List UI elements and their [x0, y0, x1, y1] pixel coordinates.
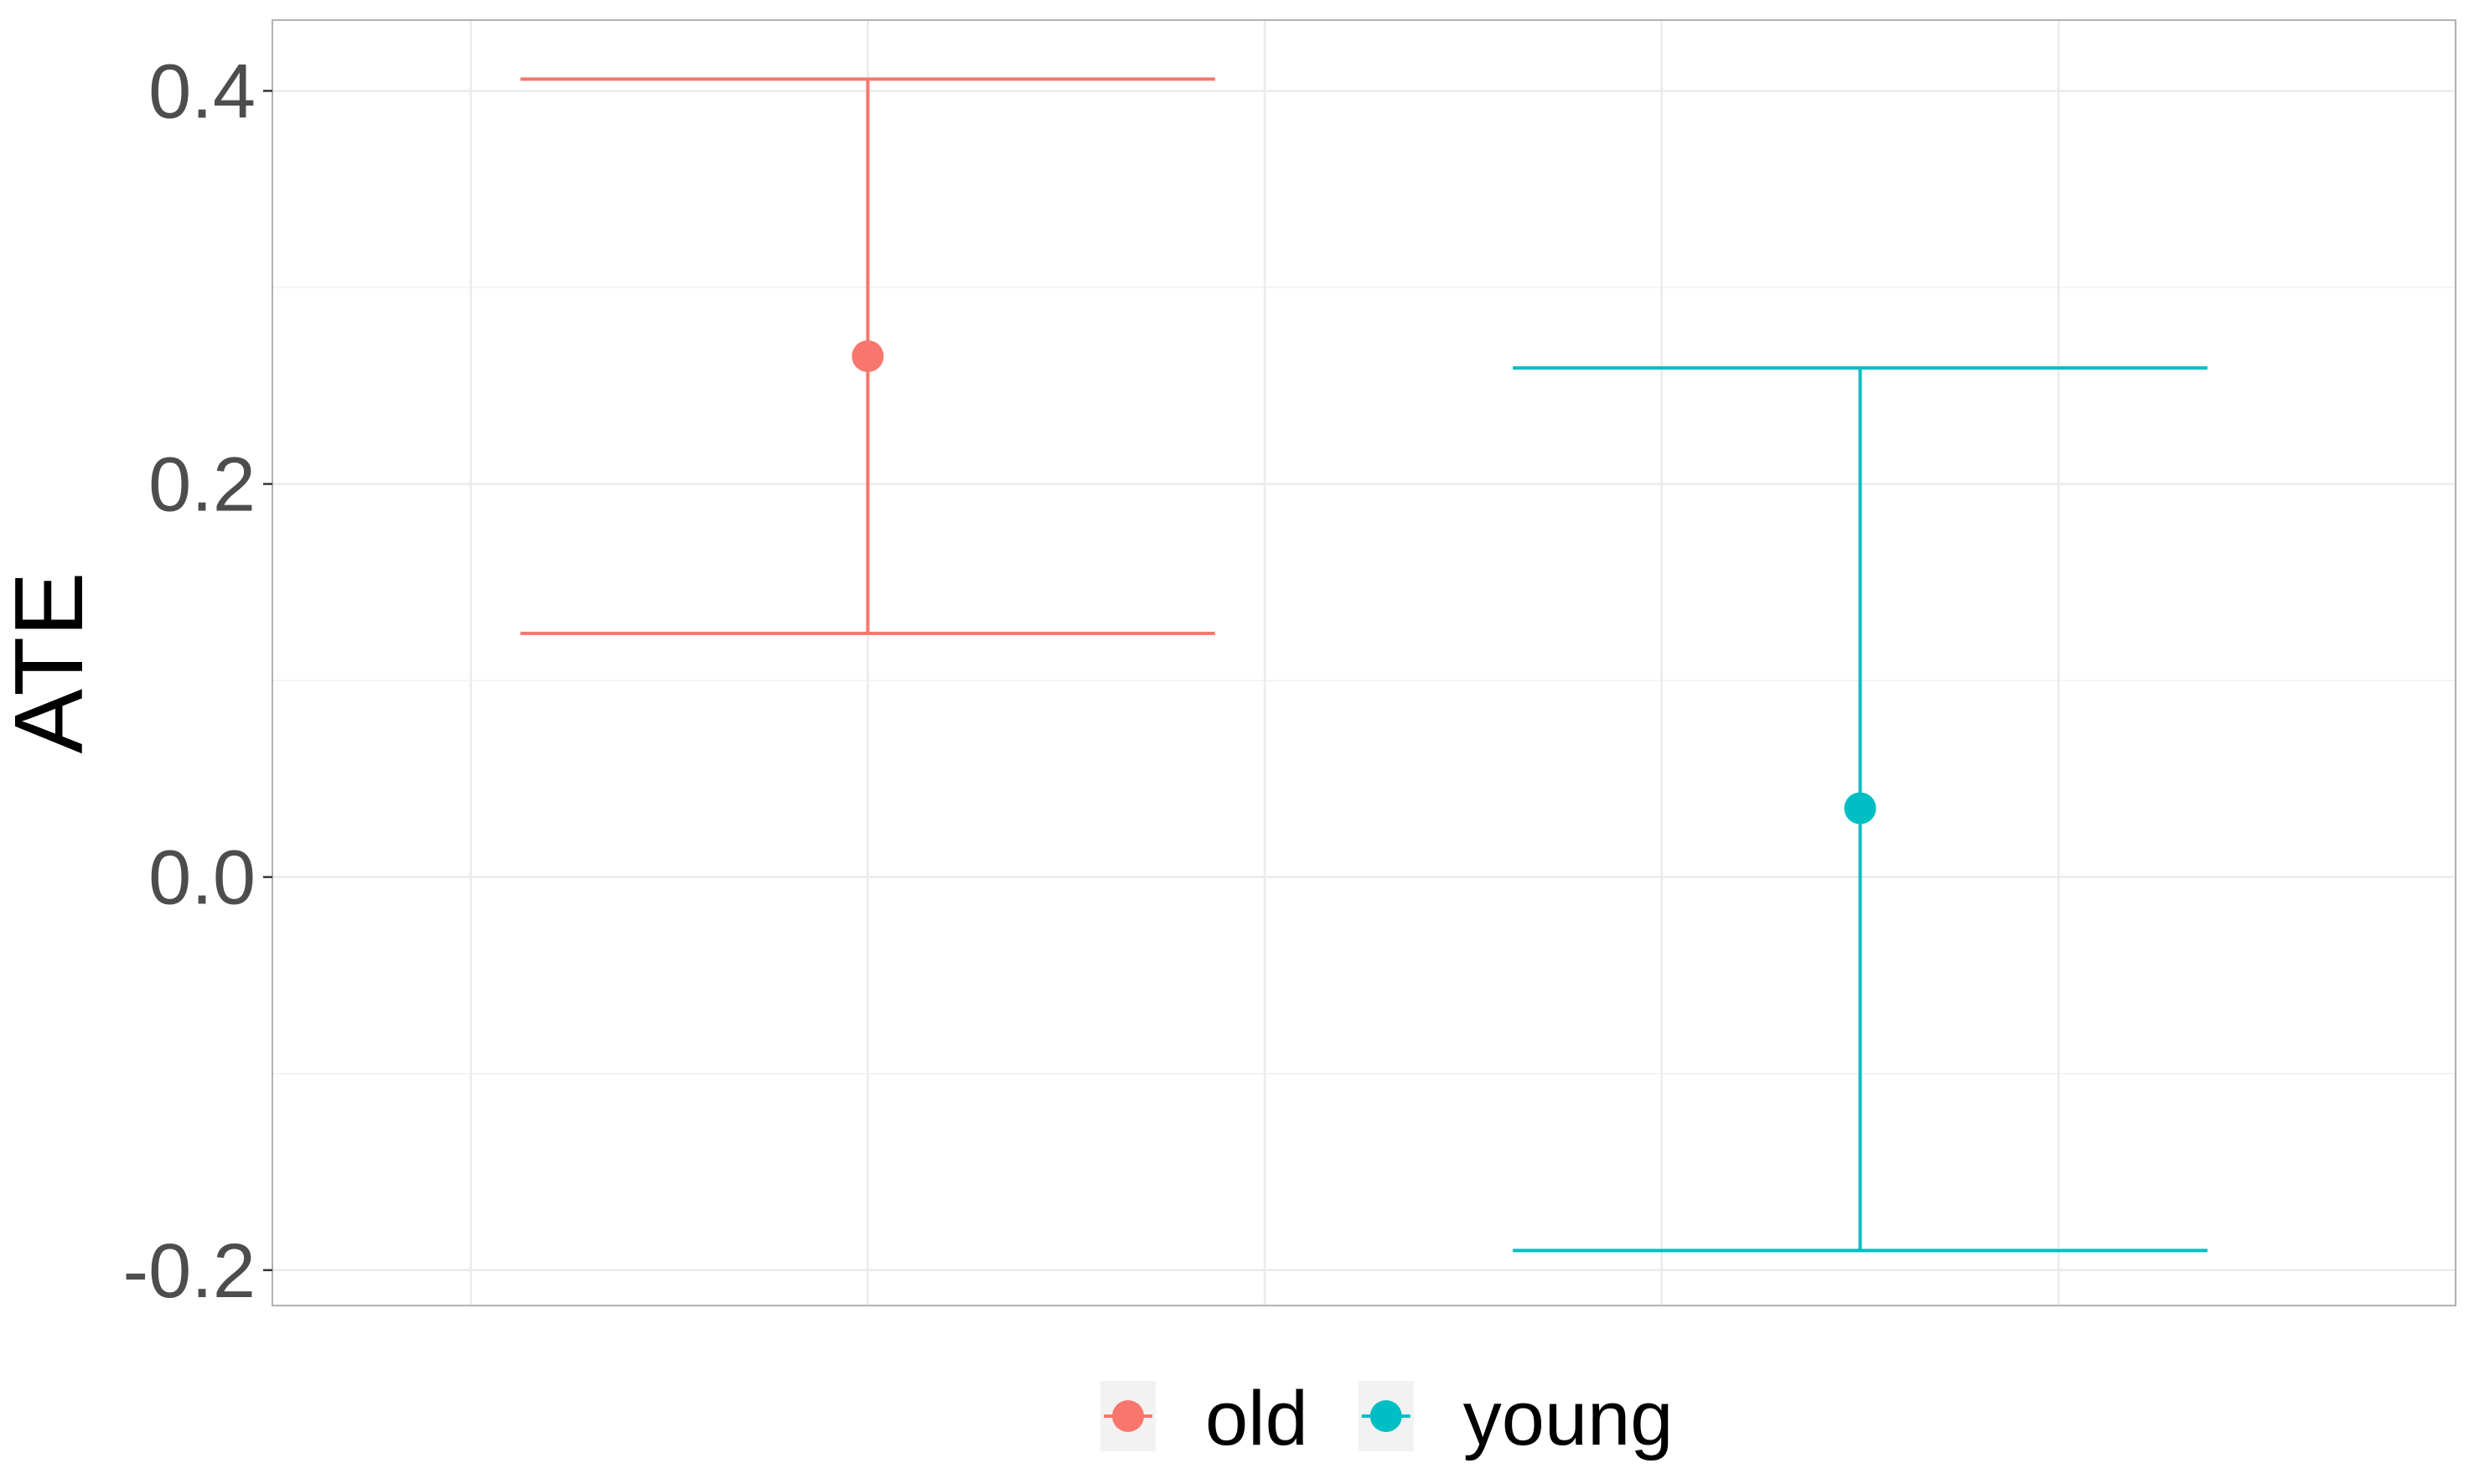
y-axis-title: ATE [0, 572, 103, 754]
legend-key-point [1369, 1400, 1402, 1432]
point-estimate-old [851, 340, 884, 373]
series-old [520, 77, 1215, 635]
y-tick-label: 0.2 [148, 442, 256, 528]
point-estimate-young [1844, 792, 1876, 825]
legend-item-old: old [1100, 1376, 1308, 1461]
y-tick-label: -0.2 [122, 1228, 256, 1314]
plot-panel-border [272, 19, 2456, 1306]
legend: old young [1100, 1376, 1673, 1461]
legend-item-young: young [1358, 1376, 1674, 1461]
series-young [1513, 366, 2207, 1253]
y-tick-label: 0.0 [148, 835, 256, 921]
y-tick-label: 0.4 [148, 49, 256, 134]
legend-label-young: young [1463, 1376, 1674, 1461]
series-layer [520, 77, 2207, 1253]
y-axis: -0.2 0.0 0.2 0.4 [122, 49, 272, 1314]
legend-label-old: old [1205, 1376, 1308, 1461]
legend-key-point [1112, 1400, 1144, 1432]
